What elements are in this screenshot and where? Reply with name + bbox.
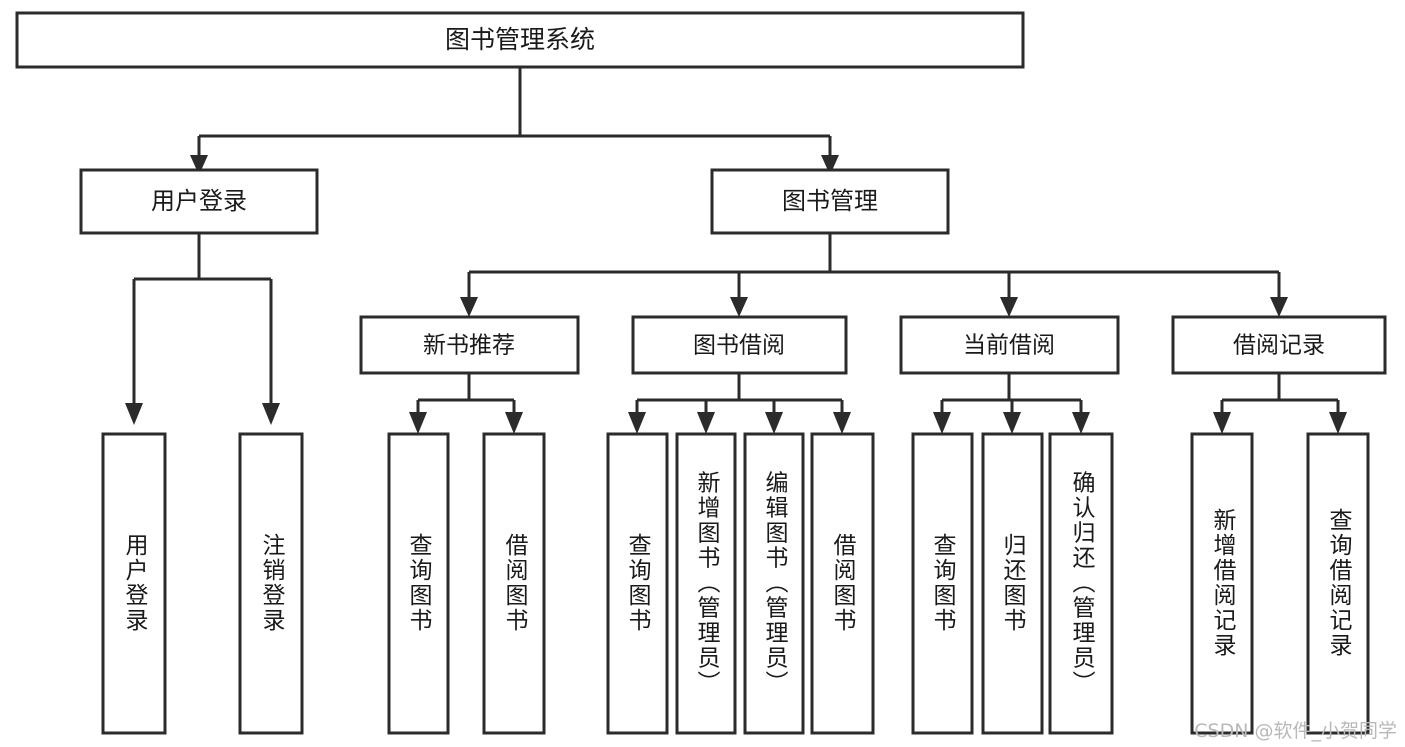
arrow-user-login (190, 155, 208, 175)
node-leaf-query-book-1-box[interactable] (387, 432, 450, 735)
node-leaf-return-book[interactable]: 归还图书 (981, 432, 1044, 735)
arrow-leaf-confirm-return (1072, 412, 1090, 434)
node-new-book-recommend-label: 新书推荐 (423, 333, 515, 359)
node-book-borrow[interactable]: 图书借阅 (631, 315, 848, 375)
node-leaf-borrow-book-2-box[interactable] (810, 432, 875, 735)
node-leaf-edit-book-label: 编辑图书（管理员） (761, 471, 789, 696)
arrow-leaf-borrow-book-2 (833, 412, 851, 434)
arrow-leaf-query-book-2 (628, 412, 646, 434)
arrow-leaf-return-book (1003, 412, 1021, 434)
node-leaf-user-logout[interactable]: 注销登录 (238, 432, 304, 735)
node-leaf-user-login-label: 用户登录 (121, 533, 149, 633)
arrow-current-borrow (1000, 297, 1018, 317)
node-root-label: 图书管理系统 (445, 25, 595, 54)
node-leaf-query-book-2[interactable]: 查询图书 (606, 432, 669, 735)
arrow-leaf-query-book-1 (409, 412, 427, 434)
node-leaf-add-record[interactable]: 新增借阅记录 (1190, 432, 1254, 735)
node-leaf-user-login[interactable]: 用户登录 (101, 432, 167, 735)
node-leaf-borrow-book-1[interactable]: 借阅图书 (482, 432, 546, 735)
node-leaf-confirm-return-label: 确认归还（管理员） (1068, 471, 1096, 696)
node-leaf-edit-book-box[interactable] (743, 432, 805, 735)
node-leaf-add-book[interactable]: 新增图书（管理员） (675, 432, 737, 735)
node-leaf-borrow-book-1-label: 借阅图书 (501, 533, 529, 633)
node-new-book-recommend[interactable]: 新书推荐 (359, 315, 580, 375)
node-leaf-query-record-box[interactable] (1306, 432, 1370, 735)
node-root[interactable]: 图书管理系统 (15, 11, 1025, 69)
node-book-borrow-label: 图书借阅 (693, 333, 785, 359)
node-borrow-record-label: 借阅记录 (1233, 333, 1325, 359)
arrow-borrow-record (1270, 297, 1288, 317)
node-current-borrow[interactable]: 当前借阅 (899, 315, 1120, 375)
node-leaf-borrow-book-2-label: 借阅图书 (829, 533, 857, 633)
watermark-text: CSDN @软件_小贺同学 (1194, 720, 1397, 742)
node-leaf-edit-book[interactable]: 编辑图书（管理员） (743, 432, 805, 735)
node-leaf-confirm-return[interactable]: 确认归还（管理员） (1048, 432, 1114, 735)
arrowhead-layer (125, 155, 1347, 434)
node-leaf-query-book-1-label: 查询图书 (405, 533, 433, 633)
node-leaf-query-book-3[interactable]: 查询图书 (911, 432, 974, 735)
node-leaf-query-book-2-label: 查询图书 (624, 533, 652, 633)
node-leaf-add-record-label: 新增借阅记录 (1209, 508, 1237, 658)
node-leaf-borrow-book-2[interactable]: 借阅图书 (810, 432, 875, 735)
arrow-leaf-borrow-book-1 (505, 412, 523, 434)
node-user-login-label: 用户登录 (151, 187, 247, 215)
node-root-box[interactable] (15, 11, 1025, 69)
node-leaf-add-book-box[interactable] (675, 432, 737, 735)
arrow-leaf-add-book (697, 412, 715, 434)
node-leaf-return-book-box[interactable] (981, 432, 1044, 735)
arrow-leaf-edit-book (765, 412, 783, 434)
arrow-leaf-query-record (1329, 412, 1347, 434)
node-current-borrow-box[interactable] (899, 315, 1120, 375)
node-book-borrow-box[interactable] (631, 315, 848, 375)
arrow-leaf-user-login (125, 403, 143, 425)
node-leaf-user-logout-label: 注销登录 (258, 533, 286, 633)
node-leaf-query-book-1[interactable]: 查询图书 (387, 432, 450, 735)
node-book-manage-box[interactable] (710, 168, 950, 235)
node-leaf-add-record-box[interactable] (1190, 432, 1254, 735)
node-leaf-query-record[interactable]: 查询借阅记录 (1306, 432, 1370, 735)
node-leaf-return-book-label: 归还图书 (999, 533, 1027, 633)
node-leaf-confirm-return-box[interactable] (1048, 432, 1114, 735)
arrow-leaf-query-book-3 (933, 412, 951, 434)
node-leaf-query-book-3-box[interactable] (911, 432, 974, 735)
node-user-login-box[interactable] (79, 168, 319, 235)
arrow-book-manage (821, 155, 839, 175)
node-leaf-user-logout-box[interactable] (238, 432, 304, 735)
node-leaf-query-record-label: 查询借阅记录 (1325, 508, 1353, 658)
node-book-manage-label: 图书管理 (782, 187, 878, 215)
arrow-new-book-recommend (460, 297, 478, 317)
arrow-leaf-user-logout (262, 403, 280, 425)
node-book-manage[interactable]: 图书管理 (710, 168, 950, 235)
node-leaf-add-book-label: 新增图书（管理员） (693, 471, 721, 696)
node-borrow-record[interactable]: 借阅记录 (1171, 315, 1387, 375)
node-leaf-query-book-3-label: 查询图书 (929, 533, 957, 633)
node-leaf-query-book-2-box[interactable] (606, 432, 669, 735)
node-new-book-recommend-box[interactable] (359, 315, 580, 375)
node-current-borrow-label: 当前借阅 (963, 333, 1055, 359)
node-borrow-record-box[interactable] (1171, 315, 1387, 375)
node-user-login[interactable]: 用户登录 (79, 168, 319, 235)
arrow-book-borrow (730, 297, 748, 317)
node-leaf-user-login-box[interactable] (101, 432, 167, 735)
arrow-leaf-add-record (1213, 412, 1231, 434)
node-leaf-borrow-book-1-box[interactable] (482, 432, 546, 735)
